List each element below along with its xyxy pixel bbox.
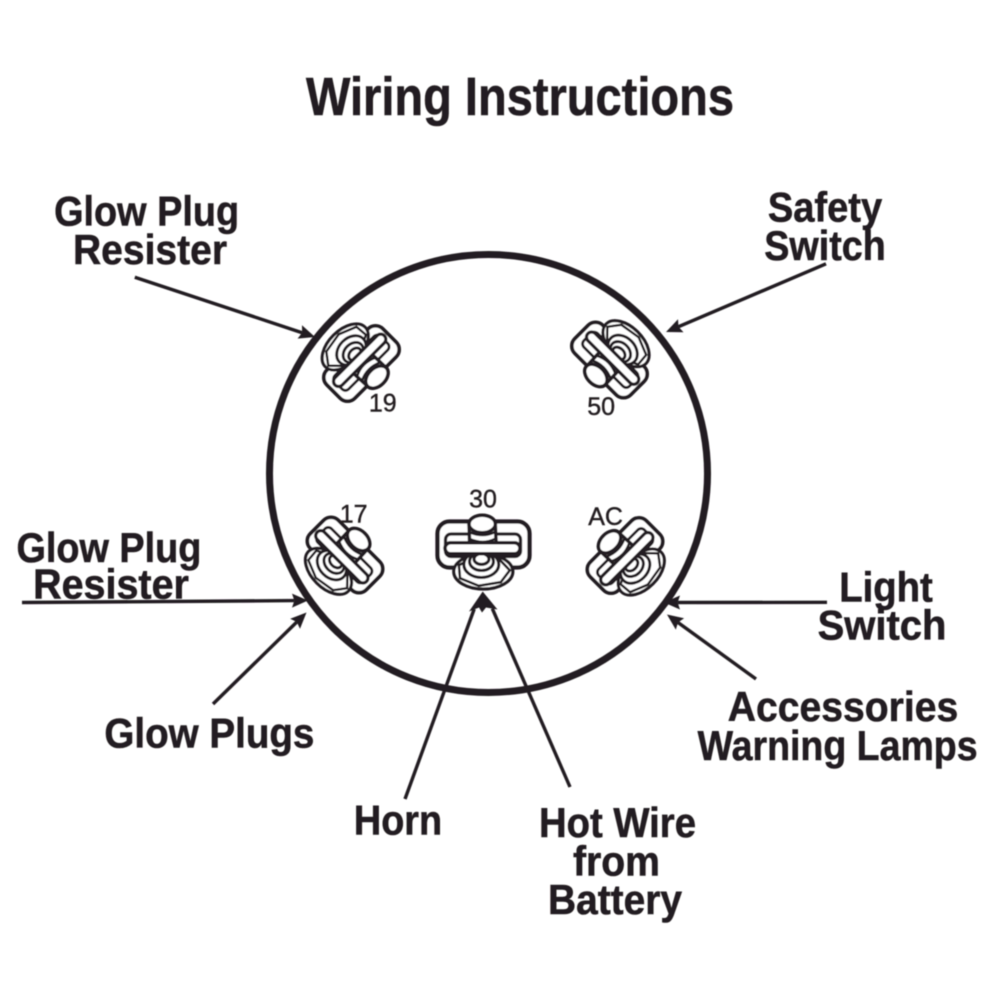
svg-text:Battery: Battery (548, 876, 683, 923)
svg-text:from: from (573, 838, 660, 885)
svg-text:Resister: Resister (73, 226, 227, 273)
svg-text:Warning Lamps: Warning Lamps (698, 722, 978, 769)
svg-text:Horn: Horn (354, 797, 442, 844)
svg-text:Hot Wire: Hot Wire (539, 799, 696, 846)
svg-text:50: 50 (587, 393, 615, 421)
svg-text:19: 19 (369, 390, 397, 418)
svg-text:Light: Light (839, 564, 933, 611)
svg-text:Safety: Safety (768, 183, 883, 230)
svg-text:Glow Plug: Glow Plug (54, 188, 239, 235)
svg-text:Resister: Resister (33, 561, 189, 608)
svg-text:Accessories: Accessories (728, 683, 958, 730)
svg-text:Glow Plugs: Glow Plugs (104, 710, 314, 757)
svg-text:30: 30 (469, 485, 497, 513)
svg-text:Wiring Instructions: Wiring Instructions (306, 67, 734, 127)
svg-text:Glow Plug: Glow Plug (17, 524, 202, 571)
svg-text:Switch: Switch (818, 602, 947, 649)
svg-text:Switch: Switch (764, 222, 886, 269)
svg-text:AC: AC (588, 503, 623, 531)
svg-text:17: 17 (340, 500, 368, 528)
